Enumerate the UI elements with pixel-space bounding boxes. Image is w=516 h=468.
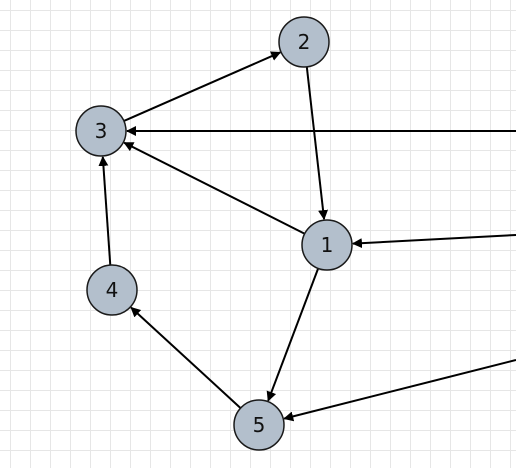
node-label: 2 (298, 30, 311, 54)
nodes-layer: 1 2 3 4 5 (75, 16, 353, 451)
node-5: 5 (233, 399, 285, 451)
edges-layer (98, 51, 516, 422)
edge-3-to-2 (123, 51, 282, 122)
node-4: 4 (86, 264, 138, 316)
node-circle (233, 399, 285, 451)
node-circle (301, 219, 353, 271)
node-3: 3 (75, 105, 127, 157)
edge-1-to-5 (266, 268, 320, 402)
node-label: 4 (106, 278, 119, 302)
node-circle (278, 16, 330, 68)
edge-offscreen-right-to-5 (283, 359, 516, 422)
node-label: 5 (253, 413, 266, 437)
edge-offscreen-right-to-1 (351, 234, 516, 249)
node-circle (75, 105, 127, 157)
node-label: 1 (321, 233, 334, 257)
edge-2-to-1 (305, 66, 329, 221)
node-1: 1 (301, 219, 353, 271)
node-circle (86, 264, 138, 316)
node-label: 3 (95, 119, 108, 143)
node-2: 2 (278, 16, 330, 68)
edge-1-to-3 (123, 141, 306, 235)
edge-5-to-4 (130, 306, 242, 409)
edge-4-to-3 (98, 155, 112, 266)
